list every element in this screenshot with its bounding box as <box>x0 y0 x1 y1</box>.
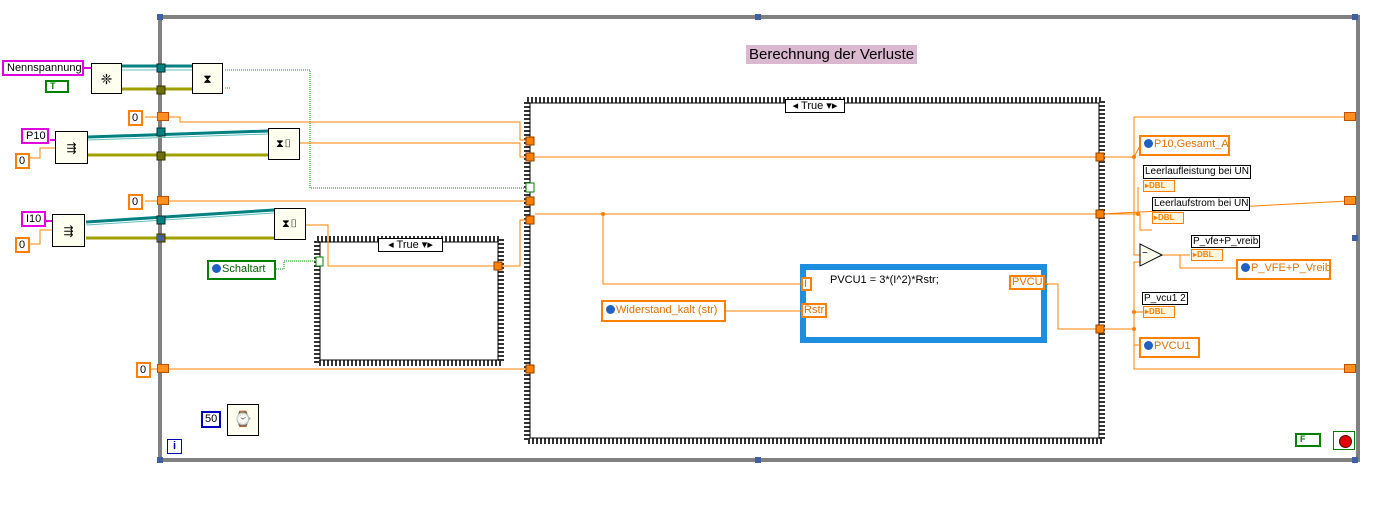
globe-icon <box>1144 341 1153 350</box>
p10-read-subvi[interactable]: ⇶ <box>55 131 88 164</box>
globe-icon <box>1144 139 1153 148</box>
shift-register-1 <box>157 112 169 121</box>
i10-convert-subvi[interactable]: ⧗▯ <box>274 208 306 240</box>
p-vcu1-2-indicator[interactable]: ▸DBL <box>1143 306 1175 318</box>
shift-register-right-3 <box>1344 364 1356 373</box>
leerlaufleistung-indicator[interactable]: ▸DBL <box>1143 180 1175 192</box>
dbl-label: DBL <box>1149 181 1166 190</box>
wait-ms-icon[interactable]: ⌚ <box>227 404 259 436</box>
stop-terminal[interactable] <box>1333 431 1355 450</box>
schaltart-global[interactable]: Schaltart <box>207 260 276 280</box>
dbl-label: DBL <box>1149 307 1166 316</box>
p-vfe-global[interactable]: P_VFE+P_Vreib <box>1236 259 1331 280</box>
p10-convert-subvi[interactable]: ⧗▯ <box>268 128 300 160</box>
false-constant-label: F <box>1300 434 1306 444</box>
subtract-symbol: − <box>1142 248 1148 259</box>
shift-register-2 <box>157 196 169 205</box>
while-loop-frame <box>158 15 1360 462</box>
p10-zero-constant[interactable]: 0 <box>15 153 30 169</box>
i10-read-subvi[interactable]: ⇶ <box>52 214 85 247</box>
formula-output-pvcu1: PVCU1 <box>1009 275 1049 290</box>
true-constant-label: T <box>50 81 56 91</box>
wait-subvi-1[interactable]: ⧗ <box>192 63 223 94</box>
globe-icon <box>1241 263 1250 272</box>
outer-case-value: True <box>801 100 824 112</box>
true-constant[interactable]: T <box>45 80 69 93</box>
shift-register-3 <box>157 364 169 373</box>
formula-expression[interactable]: PVCU1 = 3*(I^2)*Rstr; <box>830 274 939 286</box>
outer-case-selector[interactable]: ◂ True ▾▸ <box>785 99 845 113</box>
outer-case-frame <box>524 97 1105 444</box>
init-subvi-1[interactable]: ❈ <box>91 63 122 94</box>
zero-constant-1[interactable]: 0 <box>128 110 143 126</box>
stop-icon <box>1339 435 1352 448</box>
globe-icon <box>606 305 615 314</box>
formula-input-i: I <box>801 277 812 291</box>
zero-constant-2[interactable]: 0 <box>128 194 143 210</box>
zero-constant-3[interactable]: 0 <box>136 362 151 378</box>
leerlaufstrom-indicator[interactable]: ▸DBL <box>1152 212 1184 224</box>
inner-case-selector[interactable]: ◂ True ▾▸ <box>378 238 443 252</box>
i10-control[interactable]: I10 <box>21 211 46 227</box>
nennspannung-control[interactable]: Nennspannung <box>2 60 84 76</box>
leerlaufstrom-label: Leerlaufstrom bei UN <box>1152 197 1251 211</box>
dbl-label: DBL <box>1197 250 1214 259</box>
p10-gesamt-label: P10,Gesamt_A <box>1154 138 1229 150</box>
p-vfe-global-label: P_VFE+P_Vreib <box>1251 262 1331 274</box>
formula-input-rstr: Rstr <box>801 303 827 318</box>
shift-register-right-2 <box>1344 196 1356 205</box>
shift-register-right-1 <box>1344 112 1356 121</box>
p10-gesamt-global[interactable]: P10,Gesamt_A <box>1139 135 1230 156</box>
i10-zero-constant[interactable]: 0 <box>15 237 30 253</box>
schaltart-label: Schaltart <box>222 263 266 275</box>
wait-constant[interactable]: 50 <box>201 411 221 428</box>
widerstand-global[interactable]: Widerstand_kalt (str) <box>601 300 726 322</box>
p-vfe-p-vreib-indicator[interactable]: ▸DBL <box>1191 249 1223 261</box>
pvcu1-global-label: PVCU1 <box>1154 340 1191 352</box>
p-vcu1-2-label: P_vcu1 2 <box>1142 292 1188 305</box>
dbl-label: DBL <box>1158 213 1175 222</box>
widerstand-label: Widerstand_kalt (str) <box>616 304 718 316</box>
p10-control[interactable]: P10 <box>21 128 49 144</box>
leerlaufleistung-label: Leerlaufleistung bei UN <box>1143 165 1251 179</box>
inner-case-frame <box>314 236 504 366</box>
page-title: Berechnung der Verluste <box>746 45 918 64</box>
globe-icon <box>212 264 221 273</box>
p-vfe-p-vreib-label: P_vfe+P_vreib <box>1191 235 1261 248</box>
info-icon: i <box>167 439 182 454</box>
false-constant[interactable]: F <box>1295 433 1321 447</box>
pvcu1-global[interactable]: PVCU1 <box>1139 337 1200 358</box>
inner-case-value: True <box>396 239 419 251</box>
subtract-primitive <box>1139 243 1164 267</box>
